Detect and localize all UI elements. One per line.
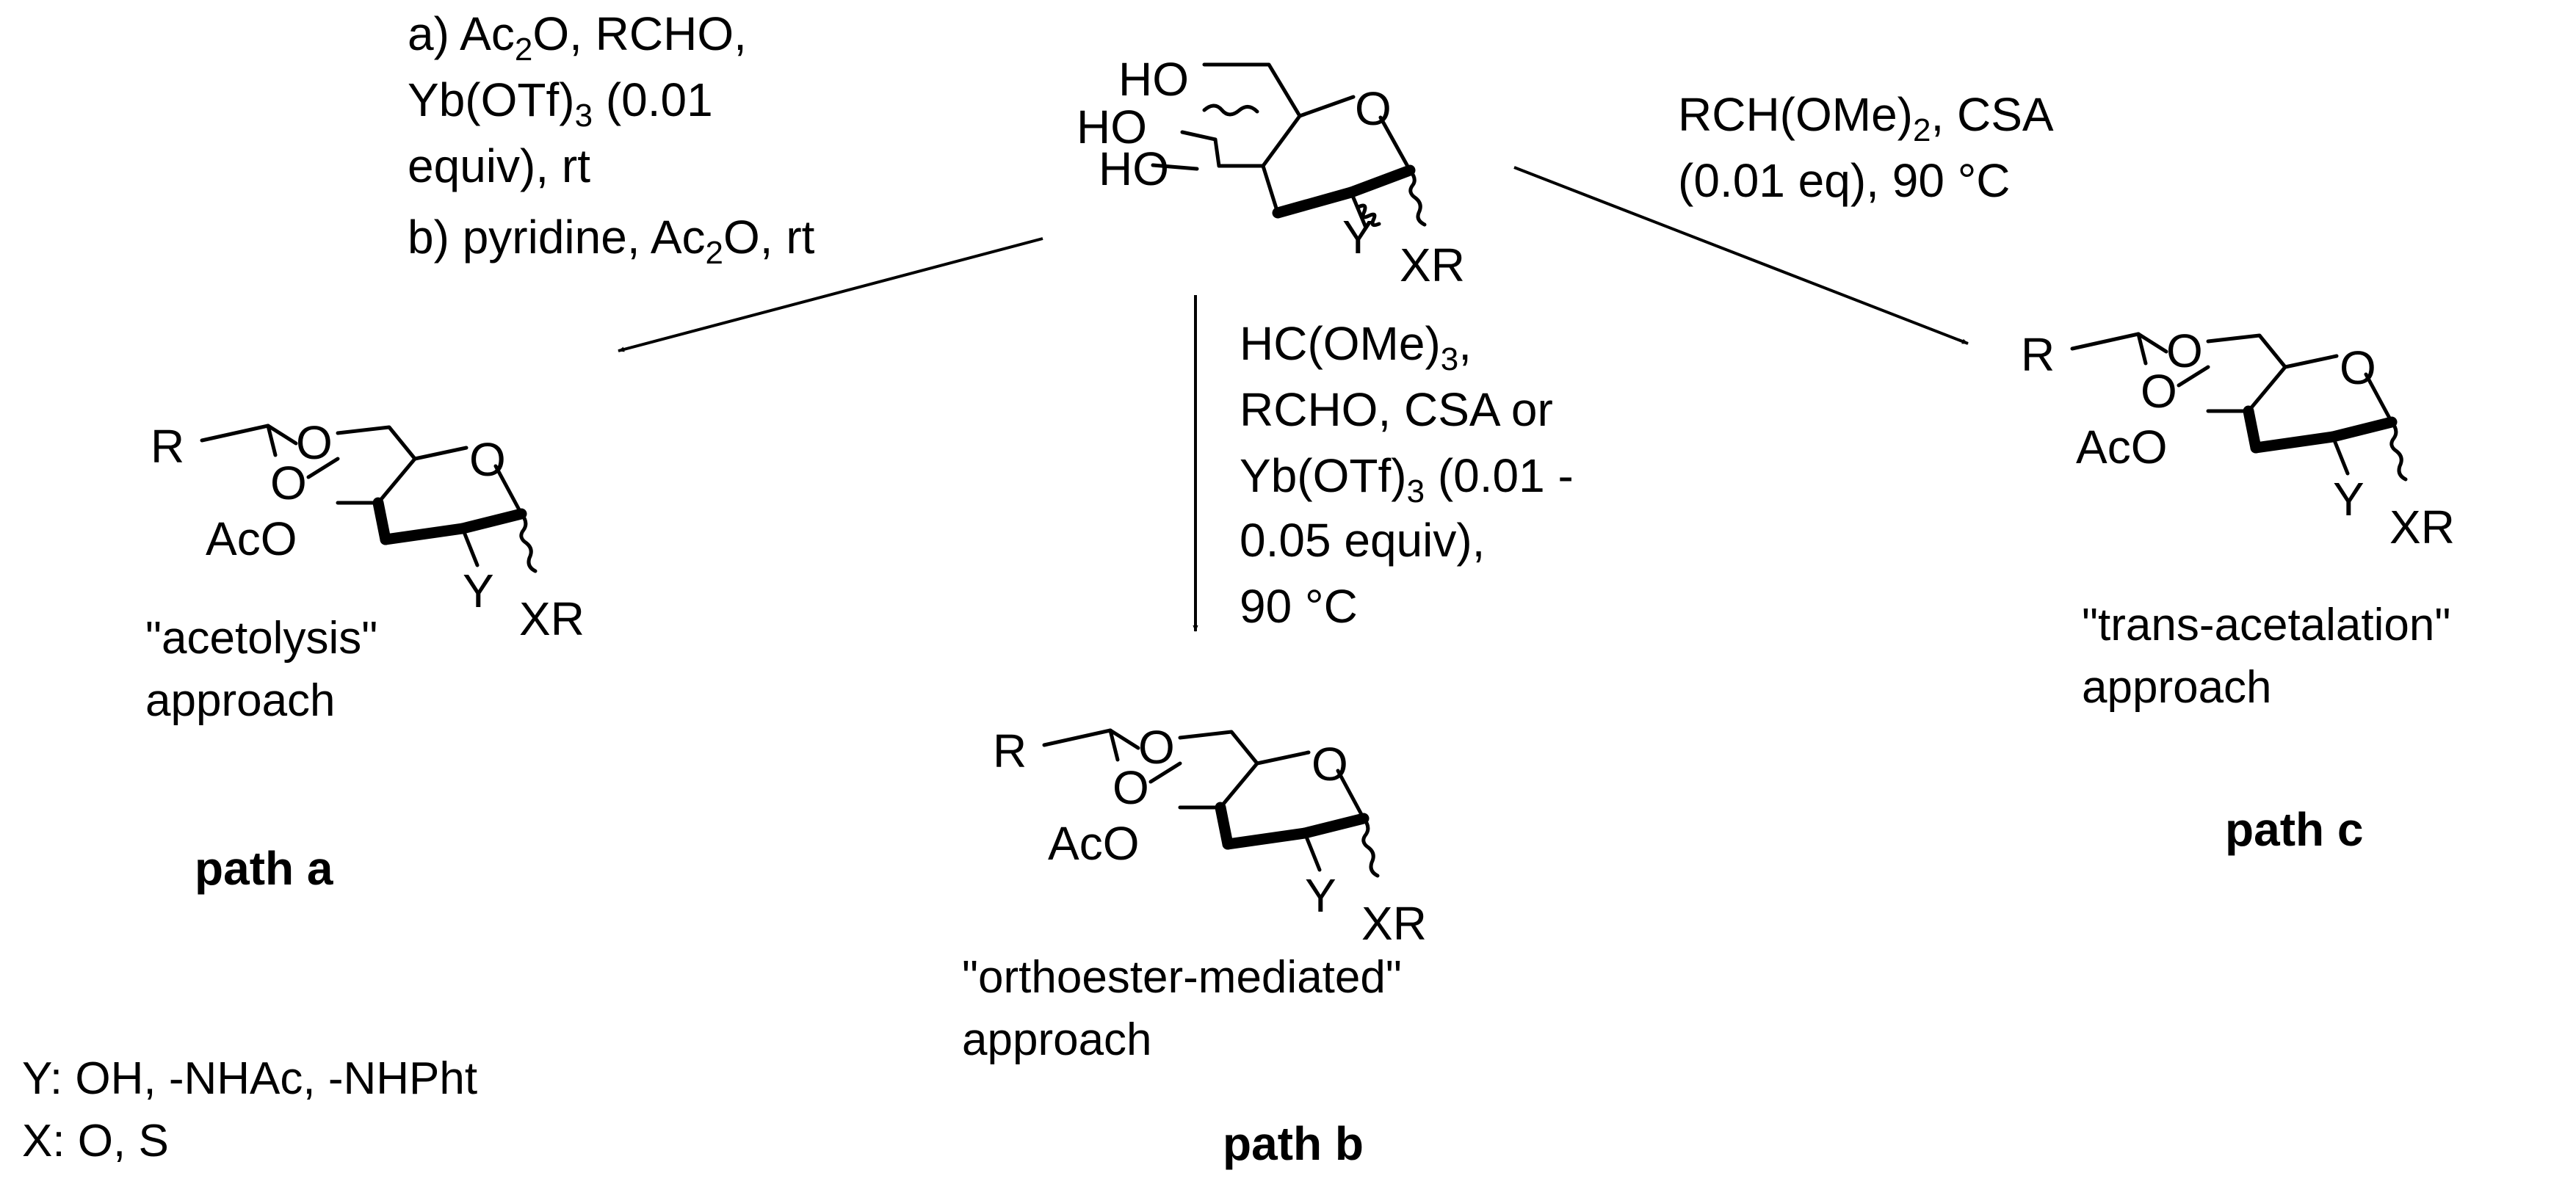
ho-label-c4: HO xyxy=(1077,101,1147,153)
product-path-b: R O O O AcO Y XR xyxy=(993,721,1427,950)
y-label: Y xyxy=(1342,211,1374,264)
acetal-o2-label-a: O xyxy=(270,457,307,509)
arrow-path-a xyxy=(618,237,1043,352)
reagent-b-line4: 0.05 equiv), xyxy=(1240,514,1485,567)
acetal-o2-label-c: O xyxy=(2141,365,2177,418)
reagent-c-line1: RCH(OMe) xyxy=(1678,88,1913,141)
svg-text:b) pyridine, Ac2O, rt: b) pyridine, Ac2O, rt xyxy=(408,211,815,271)
ring-o-label-b: O xyxy=(1311,738,1348,791)
starting-material: HO HO HO O Y XR xyxy=(1077,53,1465,291)
reagent-b-line5: 90 °C xyxy=(1240,580,1358,633)
svg-text:RCH(OMe)2, CSA: RCH(OMe)2, CSA xyxy=(1678,88,2054,148)
reagent-a-line3: equiv), rt xyxy=(408,139,590,192)
acetal-o1-label-a: O xyxy=(296,416,333,469)
reagent-a-line1: a) Ac xyxy=(408,7,515,60)
path-a-label: path a xyxy=(195,842,333,895)
reagent-c-line2: (0.01 eq), 90 °C xyxy=(1678,154,2011,207)
r-label-c: R xyxy=(2021,328,2055,381)
caption-b-line1: "orthoester-mediated" xyxy=(962,952,1402,1003)
xr-label-c: XR xyxy=(2389,501,2455,553)
ring-o-label-c: O xyxy=(2340,341,2376,394)
path-c-label: path c xyxy=(2225,803,2363,856)
legend-y: Y: OH, -NHAc, -NHPht xyxy=(22,1053,477,1104)
r-label-b: R xyxy=(993,724,1027,777)
product-path-c: R O O O AcO Y XR xyxy=(2021,324,2455,553)
ring-o-label-a: O xyxy=(469,433,506,486)
y-label-c: Y xyxy=(2333,473,2365,526)
path-b-label: path b xyxy=(1223,1117,1364,1170)
aco-label-b: AcO xyxy=(1048,817,1139,870)
acetal-o1-label-b: O xyxy=(1138,721,1175,774)
ho-label-c3: HO xyxy=(1099,142,1169,195)
reagent-a-line2: Yb(OTf) xyxy=(408,73,575,126)
caption-a-line1: "acetolysis" xyxy=(145,613,377,664)
reagent-b-line3: Yb(OTf) xyxy=(1240,449,1407,502)
svg-text:Yb(OTf)3 (0.01: Yb(OTf)3 (0.01 xyxy=(408,73,713,134)
svg-text:a) Ac2O, RCHO,: a) Ac2O, RCHO, xyxy=(408,7,747,68)
acetal-o2-label-b: O xyxy=(1112,761,1149,814)
ring-oxygen-label: O xyxy=(1355,82,1392,135)
reagent-b-line1: HC(OMe) xyxy=(1240,317,1441,370)
xr-label-a: XR xyxy=(519,592,585,645)
legend-x: X: O, S xyxy=(22,1116,169,1166)
reagent-a-line4: b) pyridine, Ac xyxy=(408,211,706,264)
reagents-path-c: RCH(OMe)2, CSA (0.01 eq), 90 °C xyxy=(1678,88,2054,207)
reagents-path-a: a) Ac2O, RCHO, Yb(OTf)3 (0.01 equiv), rt… xyxy=(408,7,815,271)
y-label-b: Y xyxy=(1305,869,1336,922)
r-label-a: R xyxy=(151,420,184,473)
acetal-o1-label-c: O xyxy=(2166,324,2203,377)
svg-text:Yb(OTf)3 (0.01 -: Yb(OTf)3 (0.01 - xyxy=(1240,449,1574,509)
caption-a-line2: approach xyxy=(145,675,336,726)
svg-text:HC(OMe)3,: HC(OMe)3, xyxy=(1240,317,1472,377)
product-path-a: R O O O AcO Y XR xyxy=(151,416,585,645)
arrow-path-c xyxy=(1513,166,1969,345)
caption-c-line2: approach xyxy=(2082,662,2272,713)
reagent-b-line2: RCHO, CSA or xyxy=(1240,383,1553,436)
aco-label-c: AcO xyxy=(2076,421,2167,473)
caption-b-line2: approach xyxy=(962,1014,1152,1065)
aco-label-a: AcO xyxy=(206,512,297,565)
y-label-a: Y xyxy=(463,564,494,617)
xr-label: XR xyxy=(1400,239,1465,291)
xr-label-b: XR xyxy=(1361,897,1427,950)
caption-c-line1: "trans-acetalation" xyxy=(2082,600,2450,650)
ho-label-c6: HO xyxy=(1118,53,1189,106)
reagents-path-b: HC(OMe)3, RCHO, CSA or Yb(OTf)3 (0.01 - … xyxy=(1240,317,1574,633)
